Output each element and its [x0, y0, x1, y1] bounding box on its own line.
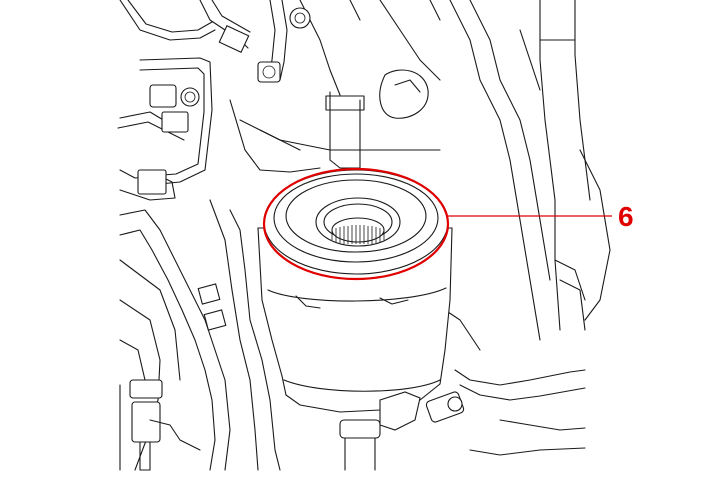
left-hoses-group	[117, 0, 321, 471]
right-hoses-group	[429, 0, 611, 456]
callout-highlight-ring	[262, 167, 450, 281]
fuel-filter-housing	[209, 169, 465, 471]
callout-number-label: 6	[618, 201, 634, 232]
top-center-structure	[239, 0, 441, 169]
